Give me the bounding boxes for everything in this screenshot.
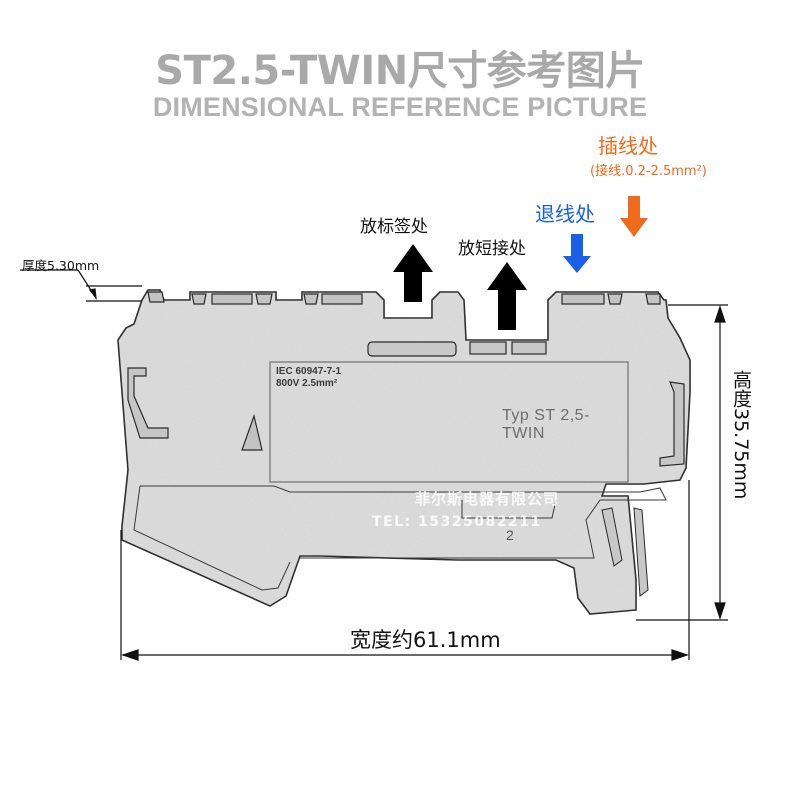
arrow-up-icon bbox=[487, 262, 527, 330]
wire-insert-label: 插线处 bbox=[598, 134, 658, 158]
type-marking: Typ ST 2,5- TWIN bbox=[502, 407, 590, 443]
left-clip bbox=[127, 367, 169, 439]
top-slots bbox=[147, 291, 661, 305]
page-subtitle: DIMENSIONAL REFERENCE PICTURE bbox=[152, 92, 648, 122]
slot-2 bbox=[321, 293, 363, 305]
position-number: 2 bbox=[506, 527, 514, 543]
thickness-label: 厚度5.30mm bbox=[22, 258, 100, 273]
wire-release-label: 退线处 bbox=[535, 202, 595, 226]
type-line-1: Typ ST 2,5- bbox=[502, 407, 590, 424]
watermark-company: 菲尔斯电器有限公司 bbox=[415, 490, 560, 508]
type-line-2: TWIN bbox=[502, 425, 545, 442]
slot-1 bbox=[211, 293, 253, 305]
width-dimension bbox=[120, 480, 690, 661]
rating-text: 800V 2.5mm² bbox=[276, 378, 338, 389]
width-label: 宽度约61.1mm bbox=[350, 628, 501, 652]
marker-slot-label: 放标签处 bbox=[360, 217, 428, 237]
recesses bbox=[367, 341, 547, 357]
wire-insert-note: (接线.0.2-2.5mm²) bbox=[590, 164, 707, 179]
height-dimension bbox=[636, 304, 728, 621]
arrow-up-icon bbox=[393, 244, 433, 302]
right-clip bbox=[659, 381, 685, 467]
standard-text: IEC 60947-7-1 bbox=[276, 366, 342, 377]
arrow-down-icon bbox=[620, 196, 648, 237]
slot-3 bbox=[561, 293, 605, 305]
thickness-dimension bbox=[20, 269, 142, 302]
standard-marking: IEC 60947-7-1 800V 2.5mm² bbox=[276, 366, 341, 390]
marking-panel bbox=[269, 361, 629, 483]
triangle-mark bbox=[241, 413, 263, 451]
arrow-down-icon bbox=[563, 234, 591, 273]
height-label: 高度35.75mm bbox=[730, 370, 752, 500]
page-title: ST2.5-TWIN尺寸参考图片 bbox=[155, 48, 645, 94]
bridge-slot-label: 放短接处 bbox=[458, 239, 526, 259]
watermark-phone: TEL: 15325082211 bbox=[372, 514, 542, 530]
terminal-body bbox=[117, 289, 691, 615]
